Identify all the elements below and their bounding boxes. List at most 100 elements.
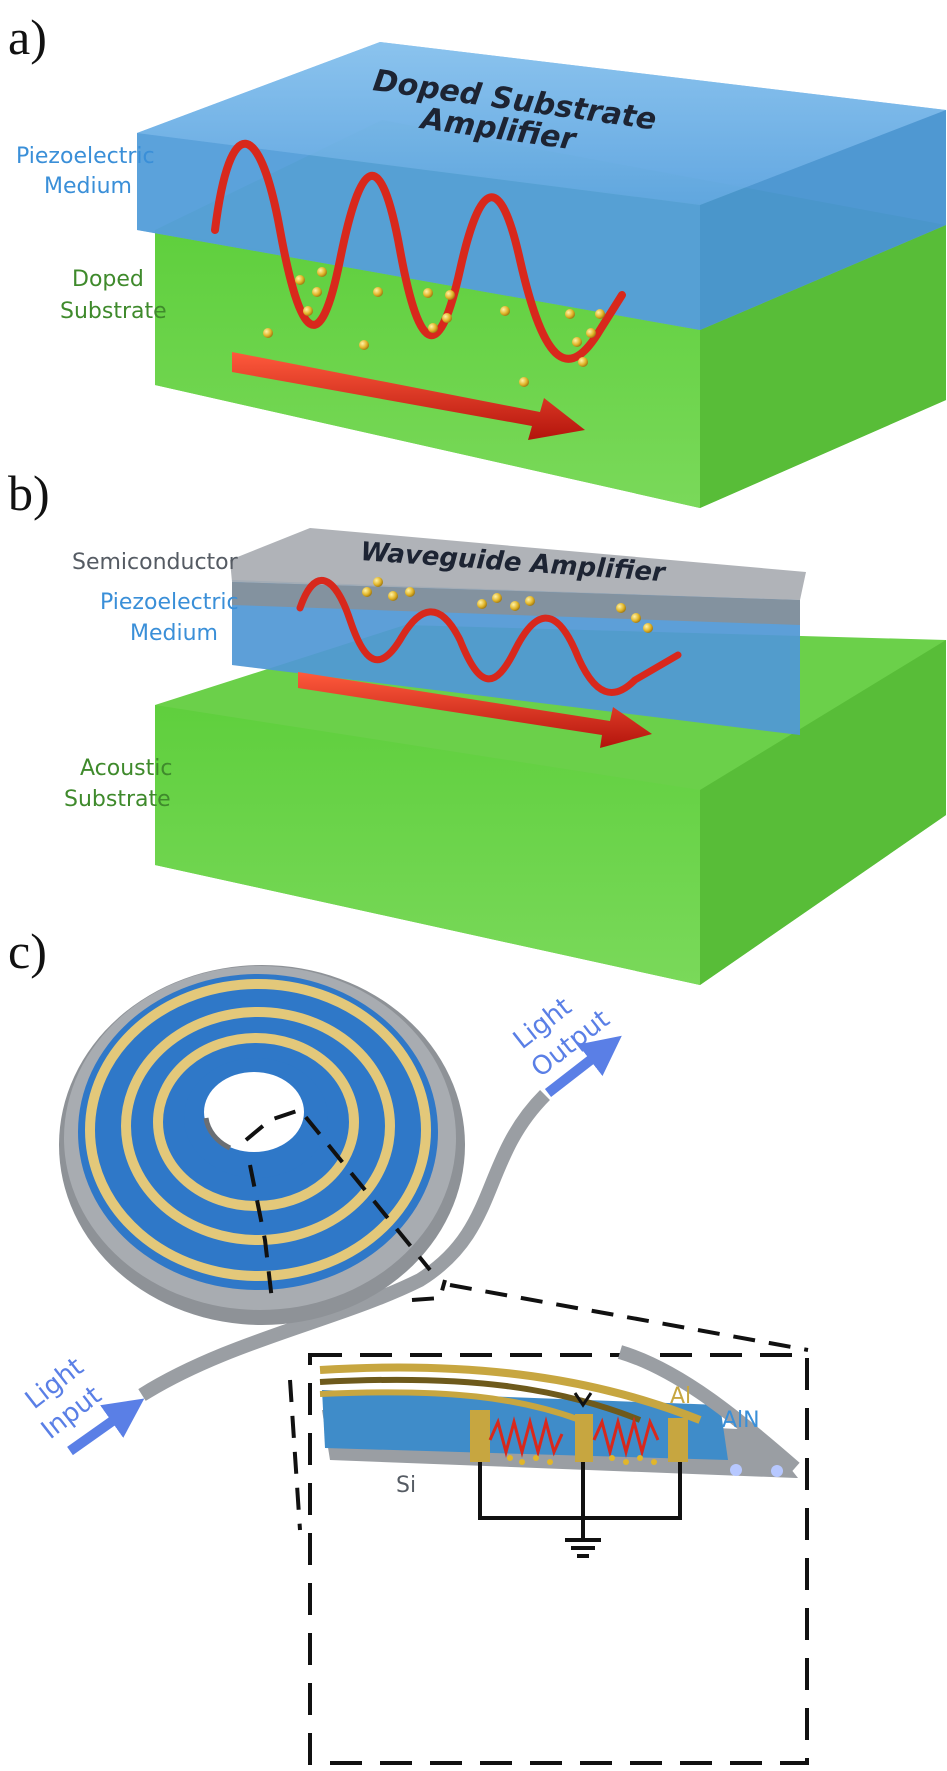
doped-substrate-front [155,230,700,508]
inset-al-arc [319,1389,582,1423]
electron [428,323,438,333]
electron [445,290,455,300]
piezo-top-a [137,42,946,205]
electron [359,340,369,350]
electron [609,1455,615,1461]
electron [362,587,372,597]
zoom-line [288,1379,302,1531]
inset-al-post [470,1410,490,1462]
electron [510,601,520,611]
label-doped-line1: Doped [72,267,144,292]
label-aln: AlN [722,1408,760,1433]
panel-c: c) [8,923,809,1765]
electron [623,1459,629,1465]
electron [263,328,273,338]
inset-cross-section [319,1345,800,1558]
optical-waveguide [138,1090,550,1401]
electron [519,377,529,387]
inset-al-arc [319,1376,642,1423]
electron [547,1459,553,1465]
panel-a: a) [8,9,946,508]
electrons-b [362,577,653,633]
inset-light-spot [730,1464,742,1476]
electron [586,328,596,338]
electron [317,267,327,277]
zoom-line [449,1283,809,1352]
electron [477,599,487,609]
light-input-arrow-icon [67,1398,145,1456]
panel-c-letter: c) [8,923,47,979]
electron [578,357,588,367]
label-si: Si [396,1473,416,1498]
electron [637,1455,643,1461]
label-acoustic-line2: Substrate [64,787,171,812]
electron [388,591,398,601]
panel-b: b) Waveguide Amplifier [8,465,946,985]
electron [303,306,313,316]
inset-al-arc [319,1363,702,1424]
electron [442,313,452,323]
piezo-side-a [700,110,946,330]
electron [595,309,605,319]
electron [373,287,383,297]
inset-light-spot [771,1465,783,1477]
electron [423,288,433,298]
zoom-indicator [244,1107,809,1531]
inset-wave [488,1416,564,1458]
light-output-arrow-icon [544,1035,622,1097]
label-al: Al [670,1384,691,1409]
electron [492,593,502,603]
zoom-line [248,1164,274,1301]
acoustic-substrate-side [700,640,946,985]
acoustic-substrate-front [155,705,700,985]
propagation-arrow-a [232,352,585,440]
inset-al-post [668,1418,688,1462]
electron [525,596,535,606]
inset-pointer-icon [573,1392,593,1408]
propagation-arrow-b [298,672,652,748]
disc-hole-edge [203,1117,232,1151]
al-ring-1 [85,979,431,1281]
electron [507,1455,513,1461]
electrons-a [263,267,605,387]
electron [312,287,322,297]
label-acoustic-line1: Acoustic [80,756,172,781]
panel-a-letter: a) [8,9,47,65]
acoustic-wave-b [296,577,682,696]
electron [651,1459,657,1465]
electron [616,603,626,613]
label-piezo-b-line2: Medium [130,621,218,646]
ground-symbol-icon [565,1538,601,1558]
electron [519,1459,525,1465]
al-ring-2 [121,1007,395,1245]
al-ring-3 [153,1033,359,1211]
label-piezo-a-line1: Piezoelectric [16,144,155,169]
electron [373,577,383,587]
electron [631,613,641,623]
panel-b-letter: b) [8,465,50,521]
spiral-device [59,965,465,1325]
label-piezo-a-line2: Medium [44,174,132,199]
acoustic-wave-a [211,139,626,363]
electron [565,309,575,319]
zoom-line [244,1107,432,1272]
inset-aln-layer [322,1390,728,1460]
doped-substrate-side [700,225,946,508]
label-piezo-b-line1: Piezoelectric [100,590,239,615]
zoom-line [411,1279,447,1302]
inset-electrons [507,1455,657,1465]
piezo-front-a [137,133,700,330]
label-semiconductor: Semiconductor [72,550,239,575]
inset-wave [592,1416,660,1458]
disc-hole [204,1072,304,1152]
inset-frame [308,1353,809,1765]
electron [295,275,305,285]
ground-wire [478,1462,682,1520]
inset-al-post [575,1414,593,1462]
label-doped-line2: Substrate [60,299,167,324]
electron [533,1455,539,1461]
electron [643,623,653,633]
electron [572,337,582,347]
inset-waveguide [617,1345,800,1474]
